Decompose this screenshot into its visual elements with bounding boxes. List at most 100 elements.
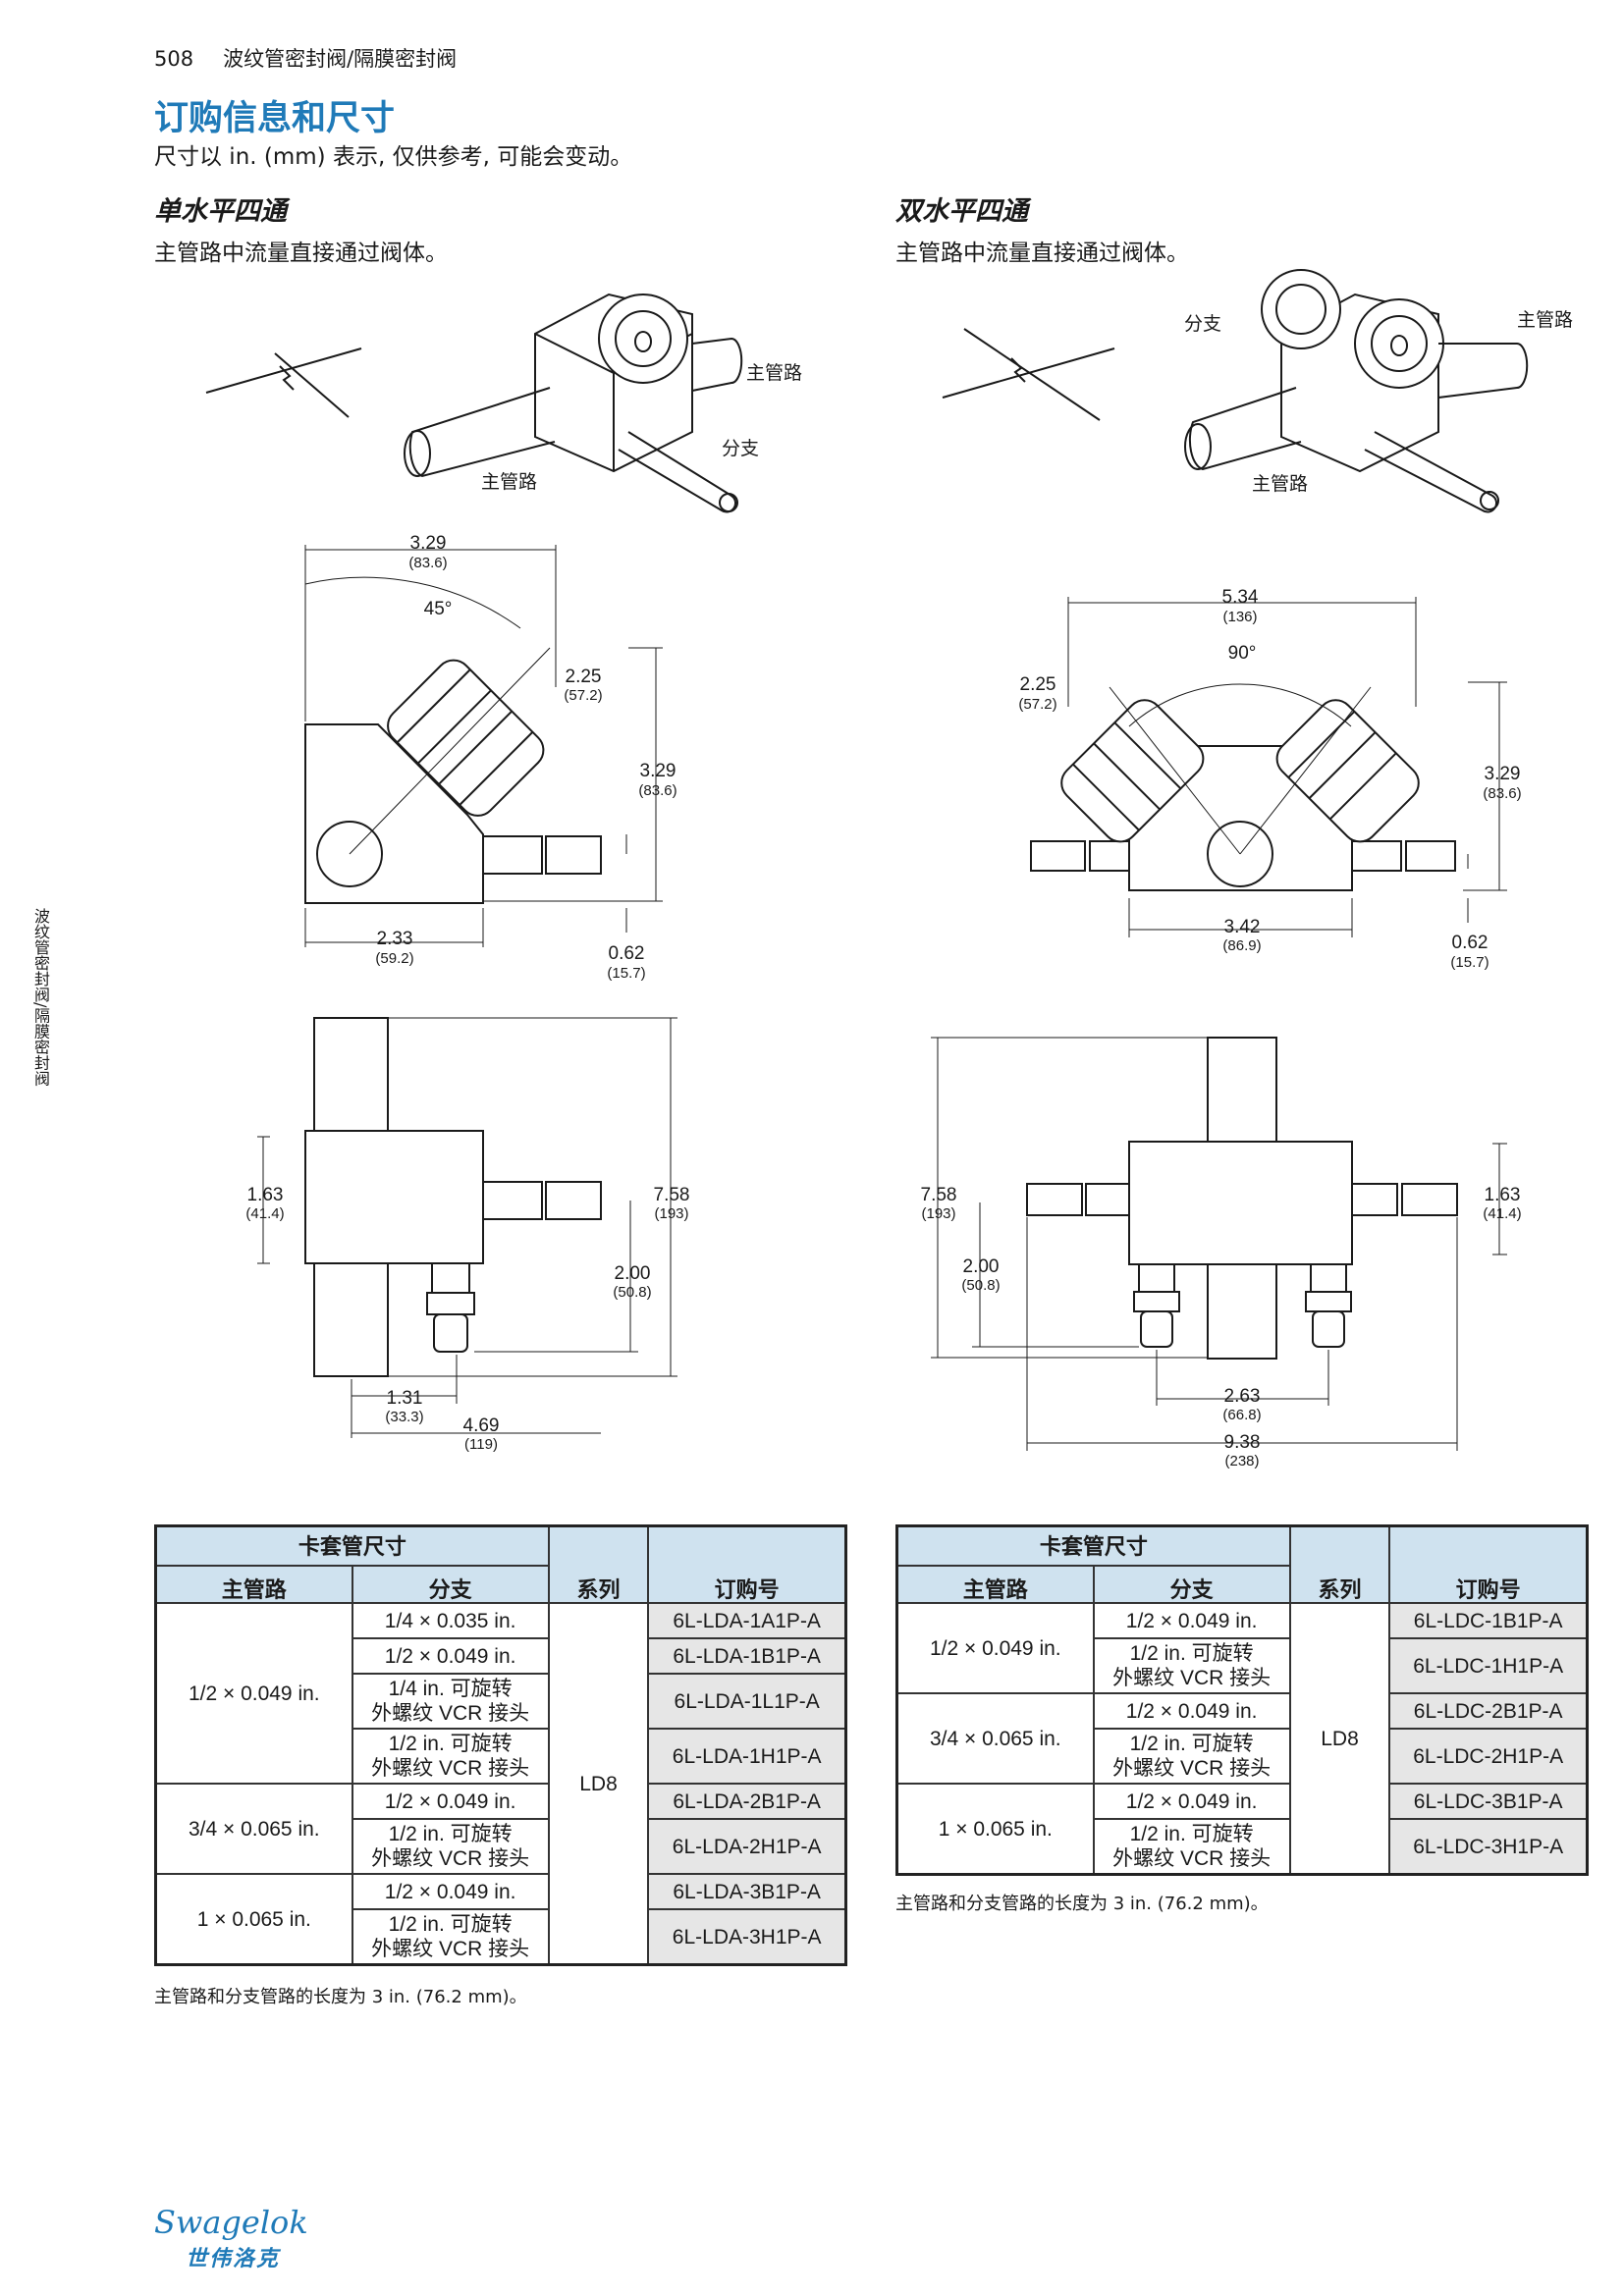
dim-knob-mm: (57.2) xyxy=(564,687,602,704)
order-number: 6L-LDC-1B1P-A xyxy=(1388,1602,1589,1639)
order-number: 6L-LDA-2H1P-A xyxy=(647,1818,847,1875)
left-isometric-drawing: 主管路 分支 主管路 xyxy=(205,293,802,513)
dim-width: 5.34 xyxy=(1222,587,1259,608)
iso-label-main-top: 主管路 xyxy=(746,362,802,384)
dim-side-4-mm: (33.3) xyxy=(385,1409,423,1425)
dim-body: 2.33 xyxy=(377,929,413,949)
dim-side-3-mm: (50.8) xyxy=(613,1284,651,1301)
header-series: 系列 xyxy=(1288,1524,1391,1604)
dim-tube-mm: (15.7) xyxy=(1450,954,1489,971)
order-number: 6L-LDC-2H1P-A xyxy=(1388,1728,1589,1785)
dim-side-1: 7.58 xyxy=(921,1185,957,1205)
right-description: 主管路中流量直接通过阀体。 xyxy=(895,240,1189,266)
branch-line1: 1/2 in. 可旋转 xyxy=(388,1823,513,1845)
branch-line1: 1/2 in. 可旋转 xyxy=(1129,1733,1254,1755)
branch-line2: 外螺纹 VCR 接头 xyxy=(371,1757,530,1780)
dim-knob-mm: (57.2) xyxy=(1018,696,1056,713)
dim-width-mm: (136) xyxy=(1222,609,1257,625)
main-size: 3/4 × 0.065 in. xyxy=(895,1692,1095,1785)
dim-side-5-mm: (119) xyxy=(464,1436,498,1453)
branch-line2: 外螺纹 VCR 接头 xyxy=(1112,1847,1272,1870)
branch-size: 1/2 × 0.049 in. xyxy=(1092,1602,1291,1639)
branch-line2: 外螺纹 VCR 接头 xyxy=(371,1702,530,1725)
dim-width-mm: (83.6) xyxy=(408,555,447,571)
dim-side-2-mm: (50.8) xyxy=(961,1277,1000,1294)
header-main: 主管路 xyxy=(154,1565,353,1604)
left-ordering-table: 卡套管尺寸系列订购号 主管路分支 1/2 × 0.049 in.1/4 × 0.… xyxy=(154,1524,847,1966)
right-heading: 双水平四通 xyxy=(895,196,1028,227)
order-number: 6L-LDC-1H1P-A xyxy=(1388,1637,1589,1694)
logo-brand: Swagelok xyxy=(154,2204,308,2241)
branch-size: 1/2 in. 可旋转外螺纹 VCR 接头 xyxy=(1092,1637,1291,1694)
dim-side-3: 1.63 xyxy=(1485,1185,1521,1205)
dim-side-5-mm: (238) xyxy=(1224,1453,1259,1469)
order-number: 6L-LDA-1L1P-A xyxy=(647,1673,847,1730)
iso-label-branch: 分支 xyxy=(722,438,759,459)
branch-size: 1/2 in. 可旋转外螺纹 VCR 接头 xyxy=(351,1818,550,1875)
order-number: 6L-LDA-3B1P-A xyxy=(647,1873,847,1910)
order-number: 6L-LDC-3B1P-A xyxy=(1388,1783,1589,1820)
order-number: 6L-LDA-1H1P-A xyxy=(647,1728,847,1785)
left-heading: 单水平四通 xyxy=(154,196,287,227)
main-size: 3/4 × 0.065 in. xyxy=(154,1783,353,1875)
dim-side-1-mm: (193) xyxy=(921,1205,955,1222)
branch-line2: 外螺纹 VCR 接头 xyxy=(1112,1667,1272,1689)
dim-body: 3.42 xyxy=(1224,917,1261,937)
group-header: 卡套管尺寸 xyxy=(154,1524,550,1567)
dim-height-mm: (83.6) xyxy=(1483,785,1521,802)
right-side-view: 7.58(193) 2.00(50.8) 1.63(41.4) 2.63(66.… xyxy=(921,1037,1522,1469)
order-number: 6L-LDA-1B1P-A xyxy=(647,1637,847,1675)
header-branch: 分支 xyxy=(351,1565,550,1604)
right-front-view: 5.34(136) 90° 2.25(57.2) 3.29(83.6) 3.42… xyxy=(1018,587,1521,971)
main-size: 1/2 × 0.049 in. xyxy=(154,1602,353,1785)
dim-side-3-mm: (41.4) xyxy=(1483,1205,1521,1222)
dim-side-3: 2.00 xyxy=(615,1263,651,1284)
dim-knob: 2.25 xyxy=(1020,674,1056,695)
branch-line1: 1/2 in. 可旋转 xyxy=(1129,1823,1254,1845)
dim-height-mm: (83.6) xyxy=(638,782,677,799)
branch-size: 1/2 in. 可旋转外螺纹 VCR 接头 xyxy=(1092,1818,1291,1876)
left-table-note: 主管路和分支管路的长度为 3 in. (76.2 mm)。 xyxy=(154,1987,527,2007)
page-subtitle: 尺寸以 in. (mm) 表示, 仅供参考, 可能会变动。 xyxy=(154,144,633,170)
order-number: 6L-LDA-1A1P-A xyxy=(647,1602,847,1639)
branch-size: 1/2 in. 可旋转外螺纹 VCR 接头 xyxy=(351,1728,550,1785)
branch-size: 1/2 × 0.049 in. xyxy=(1092,1692,1291,1730)
dim-angle: 45° xyxy=(424,599,453,619)
branch-line1: 1/4 in. 可旋转 xyxy=(388,1678,513,1700)
branch-size: 1/2 × 0.049 in. xyxy=(351,1637,550,1675)
branch-line2: 外螺纹 VCR 接头 xyxy=(1112,1757,1272,1780)
branch-size: 1/2 × 0.049 in. xyxy=(351,1783,550,1820)
dim-side-5: 9.38 xyxy=(1224,1432,1261,1453)
order-number: 6L-LDA-3H1P-A xyxy=(647,1908,847,1966)
branch-line1: 1/2 in. 可旋转 xyxy=(1129,1642,1254,1665)
dim-side-4-mm: (66.8) xyxy=(1222,1407,1261,1423)
header-order-number: 订购号 xyxy=(1388,1524,1589,1604)
dim-side-2: 2.00 xyxy=(963,1256,1000,1277)
left-side-view: 1.63(41.4) 7.58(193) 2.00(50.8) 1.31(33.… xyxy=(245,1017,689,1453)
branch-size: 1/4 in. 可旋转外螺纹 VCR 接头 xyxy=(351,1673,550,1730)
right-table-note: 主管路和分支管路的长度为 3 in. (76.2 mm)。 xyxy=(895,1894,1269,1914)
branch-line2: 外螺纹 VCR 接头 xyxy=(371,1847,530,1870)
iso-label-main-top: 主管路 xyxy=(1517,309,1573,331)
dim-tube-mm: (15.7) xyxy=(607,965,645,982)
dim-side-1: 1.63 xyxy=(247,1185,284,1205)
header-order-number: 订购号 xyxy=(647,1524,847,1604)
dim-height: 3.29 xyxy=(1485,764,1521,784)
header-series: 系列 xyxy=(547,1524,650,1604)
dim-body-mm: (86.9) xyxy=(1222,937,1261,954)
dim-angle: 90° xyxy=(1228,643,1257,664)
main-size: 1 × 0.065 in. xyxy=(895,1783,1095,1876)
side-tab: 波纹管密封阀/隔膜密封阀 xyxy=(31,908,50,1087)
header-branch: 分支 xyxy=(1092,1565,1291,1604)
logo-brand-cn: 世伟洛克 xyxy=(186,2247,281,2271)
branch-line1: 1/2 in. 可旋转 xyxy=(388,1913,513,1936)
branch-size: 1/4 × 0.035 in. xyxy=(351,1602,550,1639)
main-size: 1/2 × 0.049 in. xyxy=(895,1602,1095,1694)
series: LD8 xyxy=(1288,1602,1391,1876)
order-number: 6L-LDC-3H1P-A xyxy=(1388,1818,1589,1876)
iso-label-branch: 分支 xyxy=(1184,313,1221,335)
dim-side-1-mm: (41.4) xyxy=(245,1205,284,1222)
dim-width: 3.29 xyxy=(410,533,447,554)
right-isometric-drawing: 分支 主管路 主管路 xyxy=(942,269,1573,513)
